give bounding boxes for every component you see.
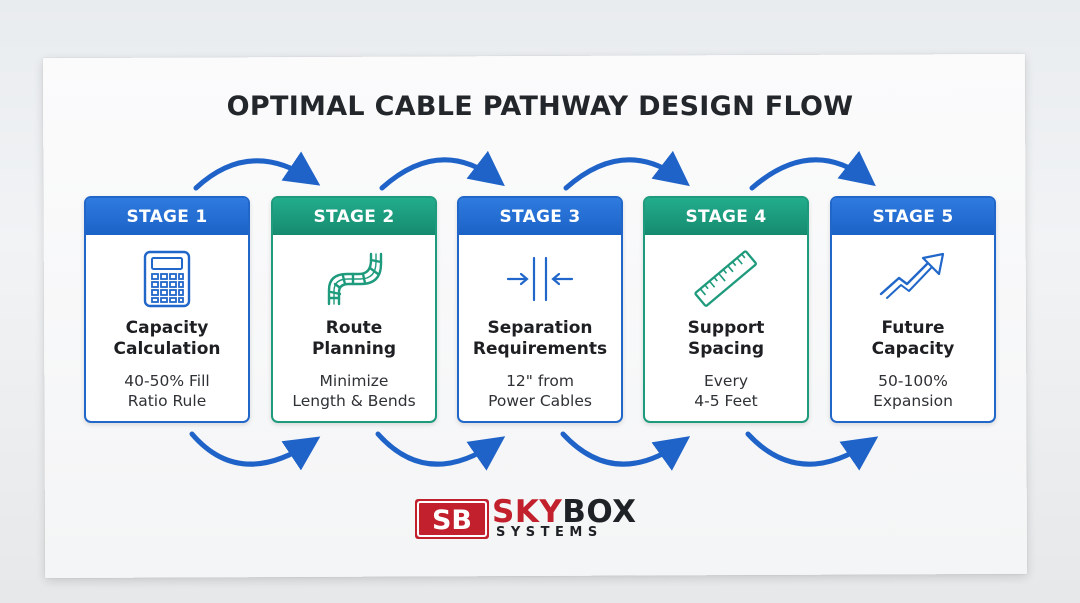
separation-icon <box>459 250 621 308</box>
stage-description: 50-100%Expansion <box>873 372 953 410</box>
stage-label: STAGE 5 <box>832 198 994 235</box>
stage-label: STAGE 4 <box>645 198 807 235</box>
calculator-icon <box>86 250 248 308</box>
diagram-title: OPTIMAL CABLE PATHWAY DESIGN FLOW <box>226 91 854 122</box>
skybox-systems-logo: SB SKYBOX SYSTEMS <box>414 494 668 545</box>
ruler-icon <box>645 250 807 308</box>
cable-route-icon <box>273 250 435 308</box>
logo-subtitle: SYSTEMS <box>496 525 603 540</box>
logo-wordmark: SKYBOX SYSTEMS <box>492 494 637 540</box>
stage-label: STAGE 2 <box>273 198 435 235</box>
stage-label: STAGE 3 <box>459 198 621 235</box>
trend-up-icon <box>832 250 994 308</box>
stage-label: STAGE 1 <box>86 198 248 235</box>
svg-text:SB: SB <box>432 505 472 536</box>
sb-monogram-icon: SB <box>415 499 489 539</box>
